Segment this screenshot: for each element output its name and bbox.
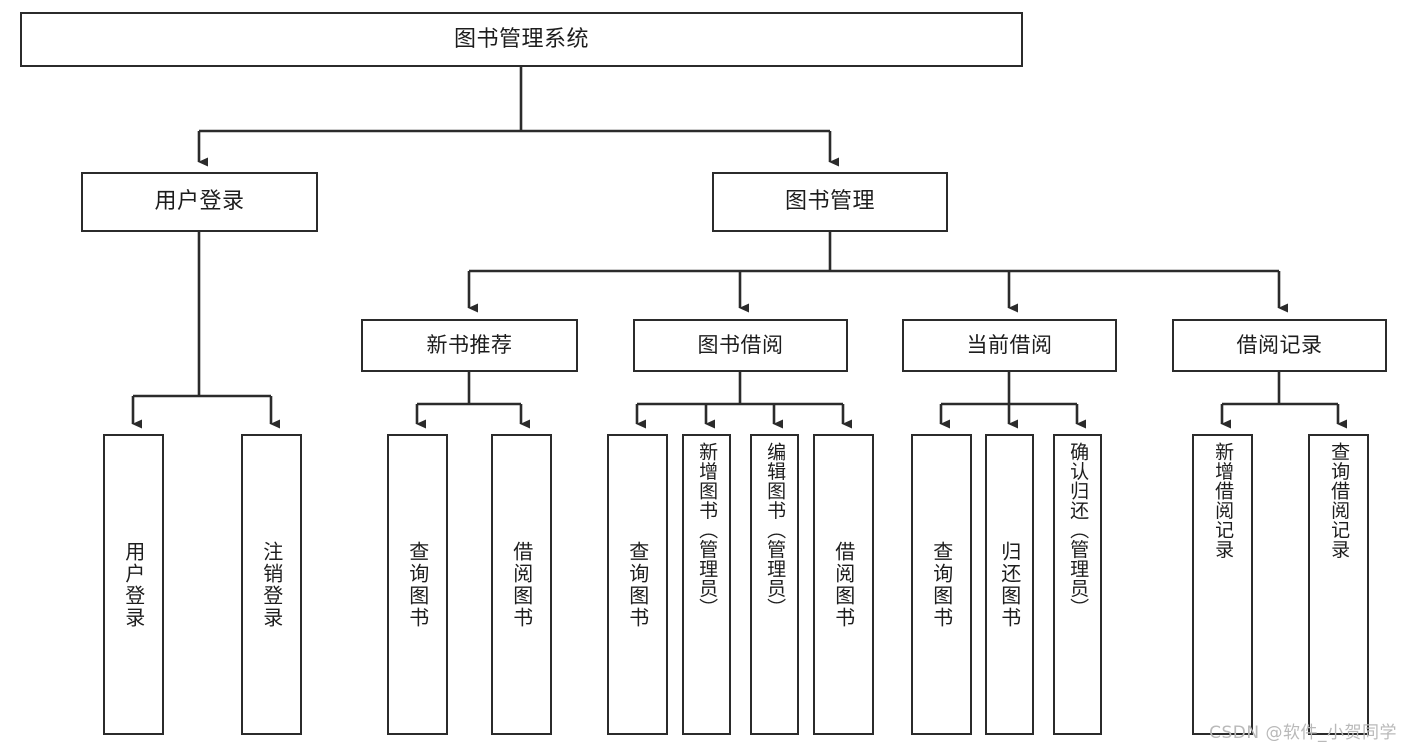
- leaf-user-login-signin[interactable]: 用户登录: [103, 434, 164, 735]
- leaf-user-login-signout[interactable]: 注销登录: [241, 434, 302, 735]
- node-label: 查询借阅记录: [1328, 442, 1351, 559]
- node-label: 用户登录: [154, 189, 245, 215]
- node-label: 图书管理系统: [453, 26, 589, 52]
- watermark: CSDN @软件_小贺同学: [1209, 723, 1397, 743]
- node-label: 确认归还（管理员）: [1067, 442, 1090, 618]
- node-label: 编辑图书（管理员）: [764, 442, 787, 618]
- leaf-borrow-query-book[interactable]: 查询图书: [607, 434, 668, 735]
- leaf-record-add-record[interactable]: 新增借阅记录: [1192, 434, 1253, 735]
- leaf-recommend-query-book[interactable]: 查询图书: [387, 434, 448, 735]
- node-label: 查询图书: [625, 540, 650, 629]
- node-label: 图书借阅: [697, 333, 784, 358]
- leaf-recommend-borrow-book[interactable]: 借阅图书: [491, 434, 552, 735]
- node-current-borrow[interactable]: 当前借阅: [902, 319, 1117, 372]
- leaf-borrow-add-book-admin[interactable]: 新增图书（管理员）: [682, 434, 731, 735]
- node-book-borrow[interactable]: 图书借阅: [633, 319, 848, 372]
- leaf-record-query-record[interactable]: 查询借阅记录: [1308, 434, 1369, 735]
- leaf-borrow-borrow-book[interactable]: 借阅图书: [813, 434, 874, 735]
- node-label: 查询图书: [405, 540, 430, 629]
- node-label: 查询图书: [929, 540, 954, 629]
- node-borrow-record[interactable]: 借阅记录: [1172, 319, 1387, 372]
- leaf-borrow-edit-book-admin[interactable]: 编辑图书（管理员）: [750, 434, 799, 735]
- node-label: 当前借阅: [966, 333, 1053, 358]
- node-root-system[interactable]: 图书管理系统: [20, 12, 1023, 67]
- node-label: 新增借阅记录: [1212, 442, 1235, 559]
- node-label: 用户登录: [121, 540, 146, 629]
- node-label: 图书管理: [784, 189, 875, 215]
- node-label: 借阅记录: [1236, 333, 1323, 358]
- leaf-current-query-book[interactable]: 查询图书: [911, 434, 972, 735]
- node-label: 新书推荐: [426, 333, 513, 358]
- node-label: 借阅图书: [831, 540, 856, 629]
- node-label: 新增图书（管理员）: [696, 442, 719, 618]
- node-label: 借阅图书: [509, 540, 534, 629]
- node-new-book-recommend[interactable]: 新书推荐: [361, 319, 578, 372]
- node-user-login[interactable]: 用户登录: [81, 172, 318, 232]
- node-label: 注销登录: [259, 540, 284, 629]
- leaf-current-return-book[interactable]: 归还图书: [985, 434, 1034, 735]
- node-book-management[interactable]: 图书管理: [712, 172, 948, 232]
- node-label: 归还图书: [997, 540, 1022, 629]
- leaf-current-confirm-return-admin[interactable]: 确认归还（管理员）: [1053, 434, 1102, 735]
